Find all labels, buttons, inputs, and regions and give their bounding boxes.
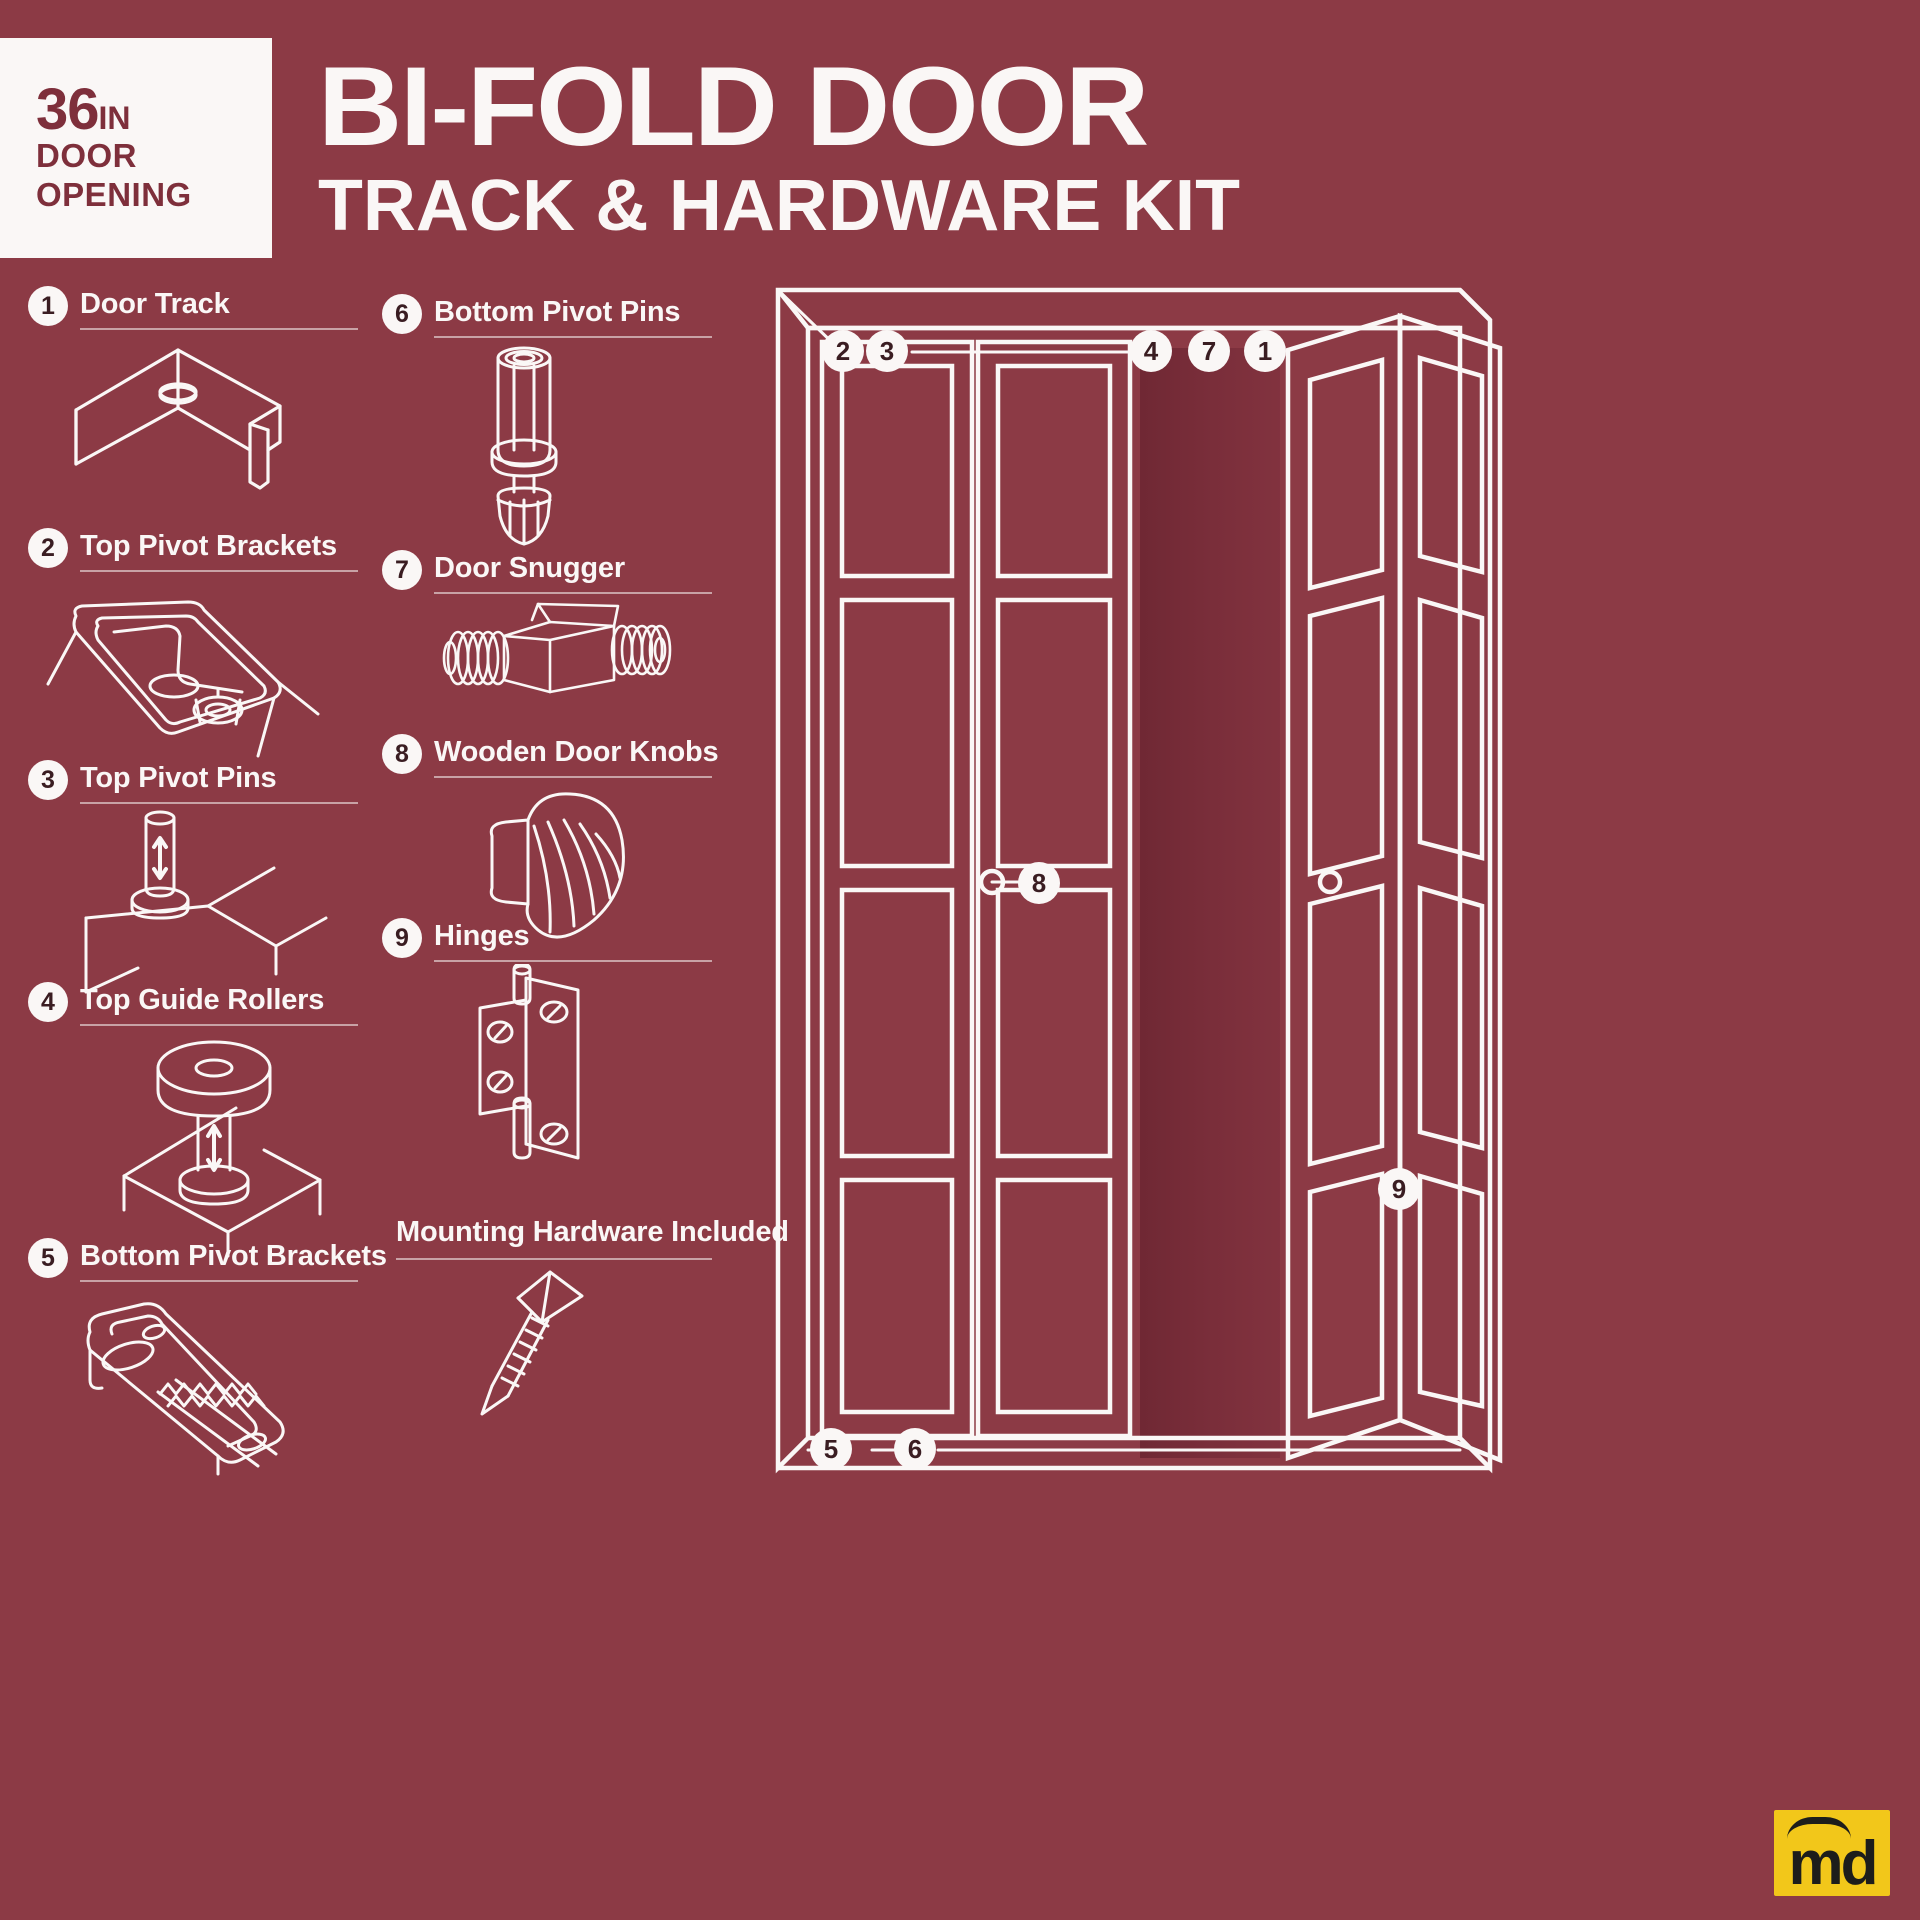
diagram-callout-9: 9 xyxy=(1378,1168,1420,1210)
mounting-hardware-label: Mounting Hardware Included xyxy=(396,1216,789,1248)
legend-label-bottom-pivot-pins: Bottom Pivot Pins xyxy=(434,296,681,328)
legend-head: 9 Hinges xyxy=(382,918,712,964)
legend-head: 6 Bottom Pivot Pins xyxy=(382,294,712,340)
size-line-door: DOOR xyxy=(36,136,137,174)
legend-rule xyxy=(80,1280,358,1282)
legend-label-hinges: Hinges xyxy=(434,920,530,952)
door-snugger-icon xyxy=(382,596,712,726)
screw-icon xyxy=(382,1268,712,1428)
legend-item-mounting-hardware: Mounting Hardware Included xyxy=(382,1216,789,1416)
legend-head: 7 Door Snugger xyxy=(382,550,712,596)
brand-logo: md xyxy=(1774,1810,1890,1896)
legend-rule xyxy=(80,328,358,330)
legend-label-wooden-door-knobs: Wooden Door Knobs xyxy=(434,736,719,768)
bottom-pivot-pin-icon xyxy=(382,340,712,560)
legend-label-top-pivot-brackets: Top Pivot Brackets xyxy=(80,530,337,562)
legend-badge-3: 3 xyxy=(28,760,68,800)
size-number: 36 xyxy=(36,76,100,142)
legend-badge-9: 9 xyxy=(382,918,422,958)
legend-head: 1 Door Track xyxy=(28,286,358,332)
legend-item-top-pivot-brackets: 2 Top Pivot Brackets xyxy=(28,528,358,758)
legend-item-bottom-pivot-brackets: 5 Bottom Pivot Brackets xyxy=(28,1238,387,1476)
legend-rule xyxy=(80,802,358,804)
diagram-callout-4: 4 xyxy=(1130,330,1172,372)
legend-badge-1: 1 xyxy=(28,286,68,326)
top-pivot-bracket-icon xyxy=(28,574,358,764)
legend-head: 5 Bottom Pivot Brackets xyxy=(28,1238,387,1284)
legend-head: 2 Top Pivot Brackets xyxy=(28,528,358,574)
legend-item-hinges: 9 Hinges xyxy=(382,918,712,1160)
legend-head: 4 Top Guide Rollers xyxy=(28,982,358,1028)
logo-text: md xyxy=(1786,1816,1879,1896)
top-guide-roller-icon xyxy=(28,1028,358,1258)
legend-rule xyxy=(434,960,712,962)
door-illustration xyxy=(775,287,1503,1474)
size-unit: IN xyxy=(98,99,131,136)
legend-head: 8 Wooden Door Knobs xyxy=(382,734,719,780)
legend-rule xyxy=(80,570,358,572)
legend-badge-4: 4 xyxy=(28,982,68,1022)
diagram-callout-7: 7 xyxy=(1188,330,1230,372)
door-track-icon xyxy=(28,332,358,492)
bi-fold-door-assembly-diagram: 2 3 4 7 1 8 9 5 6 xyxy=(760,270,1900,1500)
legend-head: 3 Top Pivot Pins xyxy=(28,760,358,806)
legend-rule xyxy=(434,776,712,778)
legend-item-top-pivot-pins: 3 Top Pivot Pins xyxy=(28,760,358,994)
top-pivot-pin-icon xyxy=(28,806,358,1006)
legend-rule xyxy=(396,1258,712,1260)
page-header: 36IN DOOR OPENING BI-FOLD DOOR TRACK & H… xyxy=(0,0,1920,270)
size-line-opening: OPENING xyxy=(36,175,192,213)
diagram-callout-8: 8 xyxy=(1018,862,1060,904)
legend-item-bottom-pivot-pins: 6 Bottom Pivot Pins xyxy=(382,294,712,546)
page-subtitle: TRACK & HARDWARE KIT xyxy=(318,166,1241,247)
wooden-door-knob-icon xyxy=(382,780,712,960)
legend-item-wooden-door-knobs: 8 Wooden Door Knobs xyxy=(382,734,719,939)
legend-badge-5: 5 xyxy=(28,1238,68,1278)
door-opening-size-badge: 36IN DOOR OPENING xyxy=(0,38,272,258)
legend-label-top-pivot-pins: Top Pivot Pins xyxy=(80,762,277,794)
hinge-icon xyxy=(382,962,712,1174)
legend-badge-7: 7 xyxy=(382,550,422,590)
legend-badge-2: 2 xyxy=(28,528,68,568)
legend-badge-6: 6 xyxy=(382,294,422,334)
diagram-callout-5: 5 xyxy=(810,1428,852,1470)
legend-label-bottom-pivot-brackets: Bottom Pivot Brackets xyxy=(80,1240,387,1272)
mounting-hardware-head: Mounting Hardware Included xyxy=(382,1216,789,1262)
diagram-callout-6: 6 xyxy=(894,1428,936,1470)
logo-letters: md xyxy=(1788,1828,1879,1898)
diagram-callout-3: 3 xyxy=(866,330,908,372)
title-block: BI-FOLD DOOR TRACK & HARDWARE KIT xyxy=(318,50,1240,242)
legend-item-door-track: 1 Door Track xyxy=(28,286,358,490)
legend-label-door-snugger: Door Snugger xyxy=(434,552,625,584)
legend-item-top-guide-rollers: 4 Top Guide Rollers xyxy=(28,982,358,1258)
legend-rule xyxy=(434,592,712,594)
legend-rule xyxy=(434,336,712,338)
legend-label-door-track: Door Track xyxy=(80,288,230,320)
bottom-pivot-bracket-icon xyxy=(28,1284,358,1484)
legend-badge-8: 8 xyxy=(382,734,422,774)
diagram-callout-2: 2 xyxy=(822,330,864,372)
legend-item-door-snugger: 7 Door Snugger xyxy=(382,550,712,694)
legend-rule xyxy=(80,1024,358,1026)
size-value-row: 36IN xyxy=(36,80,272,138)
diagram-callout-1: 1 xyxy=(1244,330,1286,372)
legend-label-top-guide-rollers: Top Guide Rollers xyxy=(80,984,325,1016)
page-title: BI-FOLD DOOR xyxy=(318,44,1149,169)
logo-roof-icon xyxy=(1786,1816,1851,1839)
